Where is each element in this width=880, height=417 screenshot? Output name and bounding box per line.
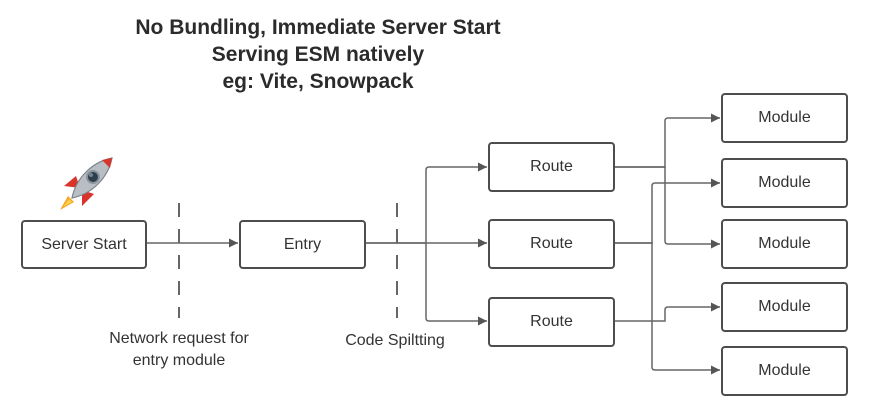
edge-entry-route-3 xyxy=(425,243,487,326)
module-node-5: Module xyxy=(721,346,848,396)
edge-route2-module5 xyxy=(614,242,720,375)
edge-route3-module4 xyxy=(614,302,720,322)
edge-route1-module1 xyxy=(614,113,720,168)
rocket-icon xyxy=(60,157,113,210)
edge-route1-module3 xyxy=(614,166,720,249)
code-splitting-caption: Code Spiltting xyxy=(345,332,445,349)
module-node-2: Module xyxy=(721,158,848,208)
route-node-1: Route xyxy=(488,142,615,192)
network-caption-line-1: Network request for xyxy=(109,330,249,347)
title-line-3: eg: Vite, Snowpack xyxy=(222,70,414,93)
edge-entry-route-1 xyxy=(365,162,487,244)
route-node-2: Route xyxy=(488,219,615,269)
module-node-4: Module xyxy=(721,282,848,332)
network-caption-line-2: entry module xyxy=(132,352,226,369)
edge-route2-module2 xyxy=(614,178,720,244)
entry-node: Entry xyxy=(239,220,366,269)
network-request-caption: Network request for entry module xyxy=(79,328,279,372)
diagram-title: No Bundling, Immediate Server Start Serv… xyxy=(0,14,636,95)
title-line-2: Serving ESM natively xyxy=(211,43,425,66)
server-start-node: Server Start xyxy=(21,220,147,269)
route-node-3: Route xyxy=(488,297,615,347)
module-node-1: Module xyxy=(721,93,848,143)
title-line-1: No Bundling, Immediate Server Start xyxy=(135,16,501,39)
module-node-3: Module xyxy=(721,219,848,269)
